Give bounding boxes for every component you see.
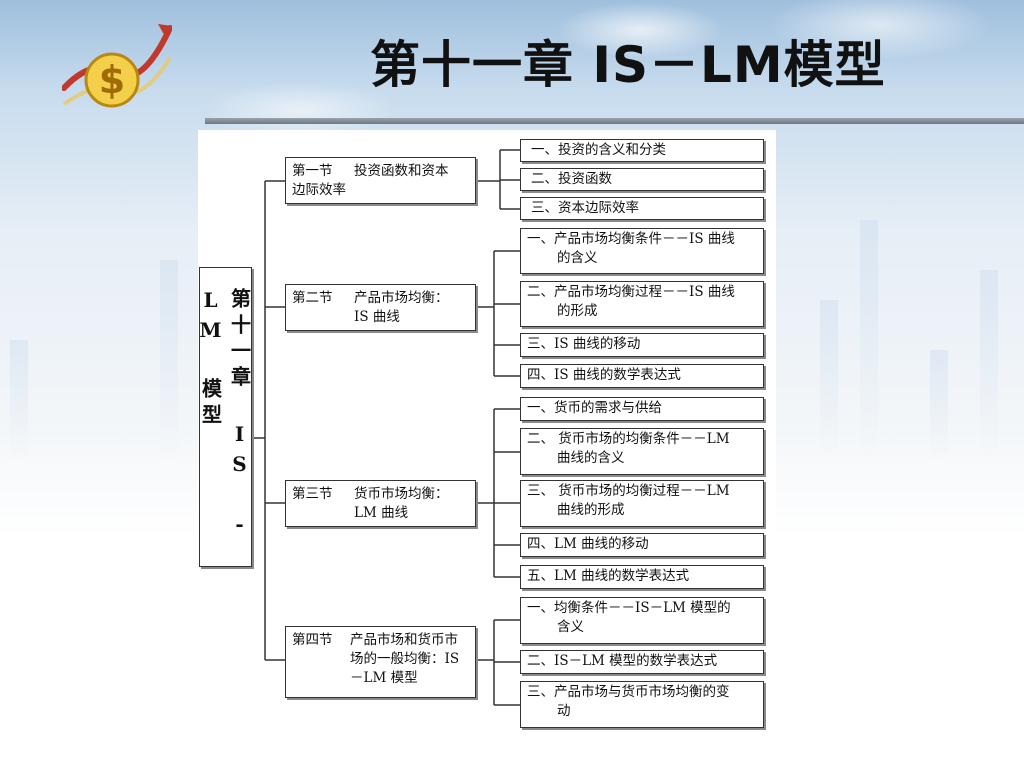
item-label: 三、资本边际效率 [531,200,639,216]
section-4-item-3: 三、产品市场与货币市场均衡的变 动 [520,681,764,728]
section-2-number: 第二节 [292,290,333,306]
item-label-line1: 一、均衡条件－－IS－LM 模型的 [527,600,731,616]
section-3-item-1: 一、货币的需求与供给 [520,397,764,421]
section-3-item-2: 二、 货币市场的均衡条件－－LM 曲线的含义 [520,428,764,475]
item-label: 二、IS－LM 模型的数学表达式 [527,653,718,669]
section-1-node: 第一节 投资函数和资本 边际效率 [285,157,476,204]
section-1-item-2: 二、投资函数 [520,168,764,191]
slide-title: 第十一章 IS－LM模型 [370,36,886,94]
item-label: 一、投资的含义和分类 [531,142,666,158]
section-1-item-3: 三、资本边际效率 [520,197,764,220]
item-label-line1: 二、 货币市场的均衡条件－－LM [527,431,730,447]
section-3-node: 第三节 货币市场均衡： LM 曲线 [285,480,476,527]
section-1-name-line1: 投资函数和资本 [354,163,449,179]
section-2-node: 第二节 产品市场均衡： IS 曲线 [285,284,476,331]
item-label-line1: 三、 货币市场的均衡过程－－LM [527,483,730,499]
section-1-name-line2: 边际效率 [292,182,346,198]
item-label-line2: 含义 [557,619,584,635]
item-label: 五、LM 曲线的数学表达式 [527,568,690,584]
section-2-item-3: 三、IS 曲线的移动 [520,333,764,357]
item-label-line2: 的含义 [557,250,598,266]
chapter-root-node: 第十一章 IS - LM 模型 [199,267,252,567]
sky-background [0,0,1024,130]
item-label: 二、投资函数 [531,171,612,187]
section-4-number: 第四节 [292,632,333,648]
section-3-item-3: 三、 货币市场的均衡过程－－LM 曲线的形成 [520,480,764,527]
background-bars-decoration [0,120,1024,460]
section-4-item-1: 一、均衡条件－－IS－LM 模型的 含义 [520,597,764,644]
section-2-item-1: 一、产品市场均衡条件－－IS 曲线 的含义 [520,228,764,274]
item-label: 四、IS 曲线的数学表达式 [527,367,681,383]
section-3-name-line2: LM 曲线 [354,505,409,521]
section-3-number: 第三节 [292,486,333,502]
section-1-number: 第一节 [292,163,333,179]
item-label-line2: 的形成 [557,303,598,319]
item-label-line1: 一、产品市场均衡条件－－IS 曲线 [527,231,735,247]
item-label: 一、货币的需求与供给 [527,400,662,416]
item-label-line1: 三、产品市场与货币市场均衡的变 [527,684,730,700]
item-label: 四、LM 曲线的移动 [527,536,649,552]
item-label-line2: 曲线的形成 [557,502,625,518]
item-label-line1: 二、产品市场均衡过程－－IS 曲线 [527,284,735,300]
section-2-name-line2: IS 曲线 [354,309,400,325]
section-4-name-line1: 产品市场和货币市 [350,632,458,648]
section-3-item-5: 五、LM 曲线的数学表达式 [520,565,764,589]
section-1-item-1: 一、投资的含义和分类 [520,139,764,162]
svg-text:$: $ [99,58,125,102]
title-underline [205,118,1024,124]
section-4-name-line3: －LM 模型 [350,670,418,686]
section-3-name-line1: 货币市场均衡： [354,486,449,502]
section-4-item-2: 二、IS－LM 模型的数学表达式 [520,650,764,674]
item-label-line2: 曲线的含义 [557,450,625,466]
dollar-logo-icon: $ [62,24,172,108]
item-label: 三、IS 曲线的移动 [527,336,641,352]
section-2-item-4: 四、IS 曲线的数学表达式 [520,364,764,388]
section-2-item-2: 二、产品市场均衡过程－－IS 曲线 的形成 [520,281,764,327]
section-2-name-line1: 产品市场均衡： [354,290,449,306]
section-3-item-4: 四、LM 曲线的移动 [520,533,764,557]
section-4-node: 第四节 产品市场和货币市 场的一般均衡：IS －LM 模型 [285,626,476,698]
item-label-line2: 动 [557,703,571,719]
section-4-name-line2: 场的一般均衡：IS [350,651,460,667]
